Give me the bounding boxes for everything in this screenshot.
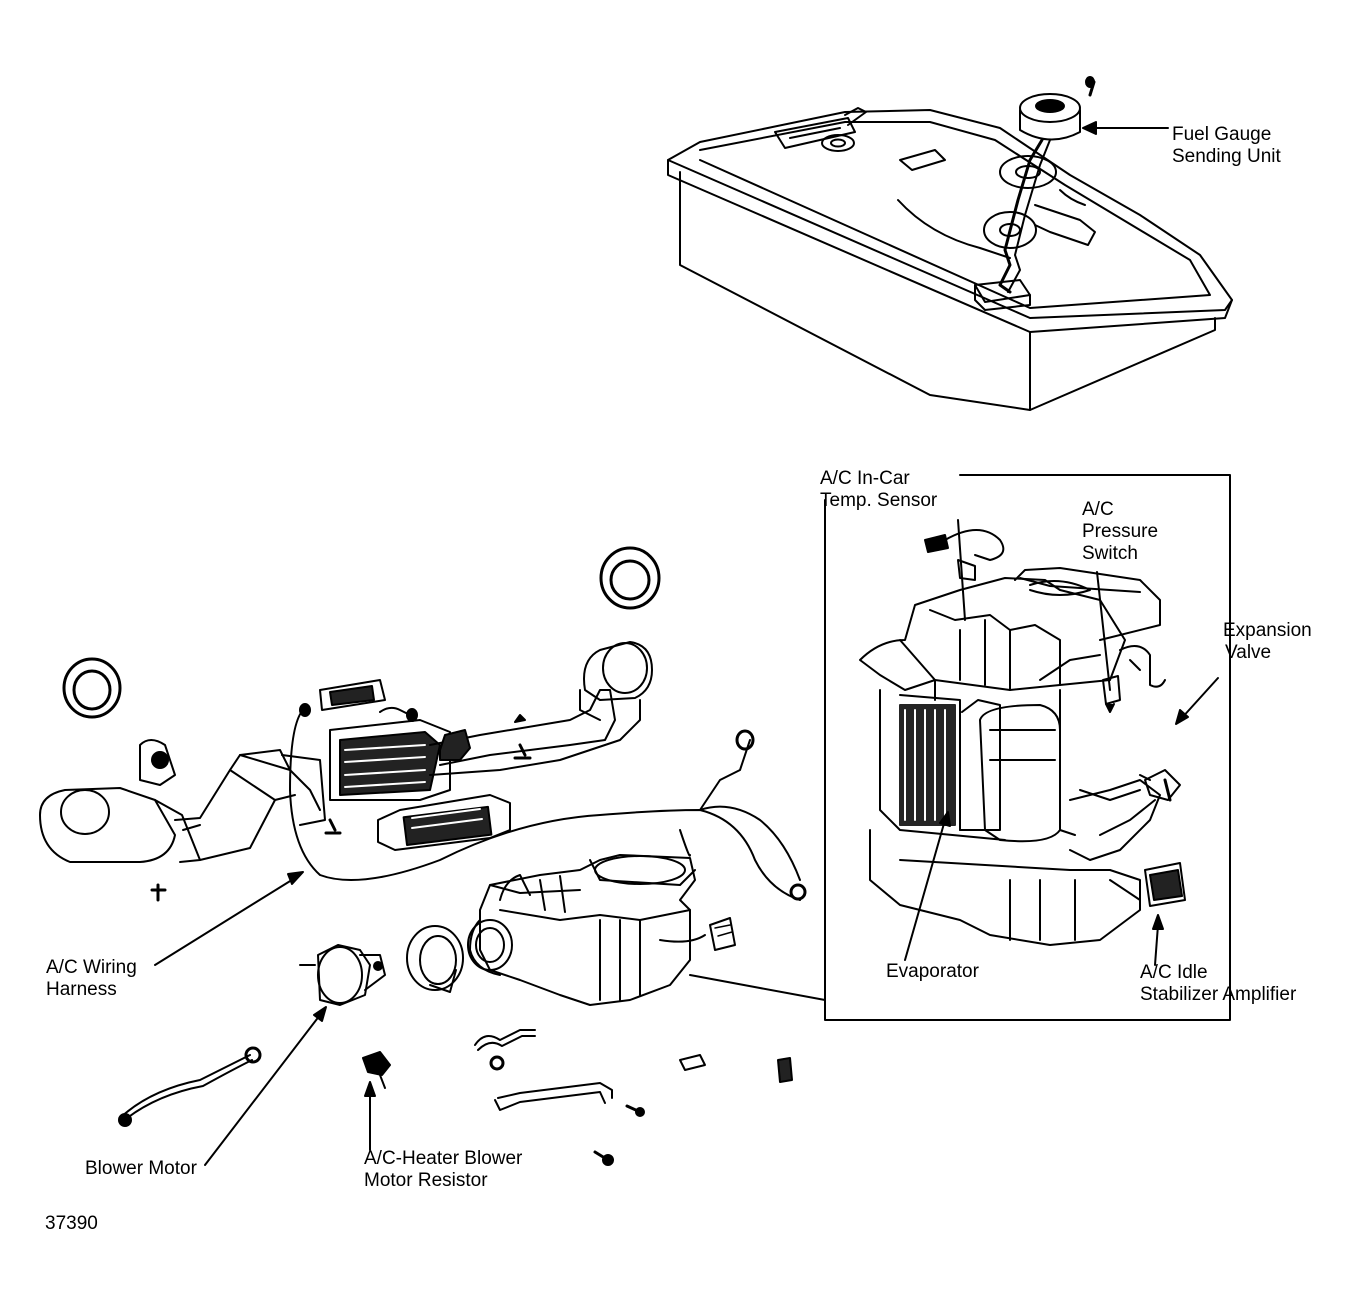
fuel-gauge-sending-unit	[975, 77, 1095, 310]
ac-wiring-harness-part	[290, 704, 805, 900]
ac-incar-temp-sensor-label: A/C In-Car Temp. Sensor	[820, 468, 938, 511]
expansion-valve-label: Expansion Valve	[1223, 620, 1312, 663]
ac-idle-stabilizer-amplifier-label: A/C Idle Stabilizer Amplifier	[1140, 962, 1297, 1005]
left-duct	[40, 750, 325, 862]
blower-motor-label: Blower Motor	[85, 1158, 197, 1179]
blower-housing	[468, 855, 735, 1005]
figure-number: 37390	[45, 1213, 98, 1234]
blower-resistor-arrowhead	[365, 1082, 375, 1096]
blower-motor-part	[300, 945, 385, 1005]
fuel-tank	[668, 108, 1232, 410]
expansion-valve-part	[1140, 770, 1180, 800]
ac-pressure-switch-part	[1097, 572, 1165, 712]
small-parts-lower	[119, 1030, 792, 1165]
wiring-harness-leader	[155, 878, 295, 965]
hvac-callout-frame	[690, 475, 1230, 1020]
duct-seal-rings	[64, 548, 659, 717]
center-duct	[330, 642, 652, 800]
blower-motor-arrowhead	[314, 1007, 326, 1021]
blower-ring	[407, 926, 463, 992]
idle-stabilizer-arrowhead	[1153, 915, 1163, 929]
lower-panel	[378, 795, 510, 850]
ac-case-assembly	[860, 568, 1160, 945]
wiring-harness-arrowhead	[288, 872, 303, 884]
fuel-gauge-sending-unit-label: Fuel Gauge Sending Unit	[1172, 124, 1281, 167]
ac-incar-temp-sensor-part	[925, 520, 1003, 620]
fuel-gauge-arrowhead	[1083, 122, 1096, 134]
ac-pressure-switch-label: A/C Pressure Switch	[1082, 499, 1159, 564]
idle-stabilizer-leader	[1155, 925, 1158, 965]
ac-wiring-harness-label: A/C Wiring Harness	[46, 957, 137, 1000]
evaporator-leader	[905, 812, 950, 960]
evaporator-label: Evaporator	[886, 961, 979, 982]
expansion-valve-arrowhead	[1176, 710, 1188, 724]
ac-heater-blower-motor-resistor-label: A/C-Heater Blower Motor Resistor	[364, 1148, 523, 1191]
blower-motor-leader	[205, 1015, 320, 1165]
ac-idle-stabilizer-amplifier-part	[1145, 863, 1185, 906]
expansion-valve-leader	[1180, 678, 1218, 720]
small-parts-upper	[140, 680, 530, 900]
